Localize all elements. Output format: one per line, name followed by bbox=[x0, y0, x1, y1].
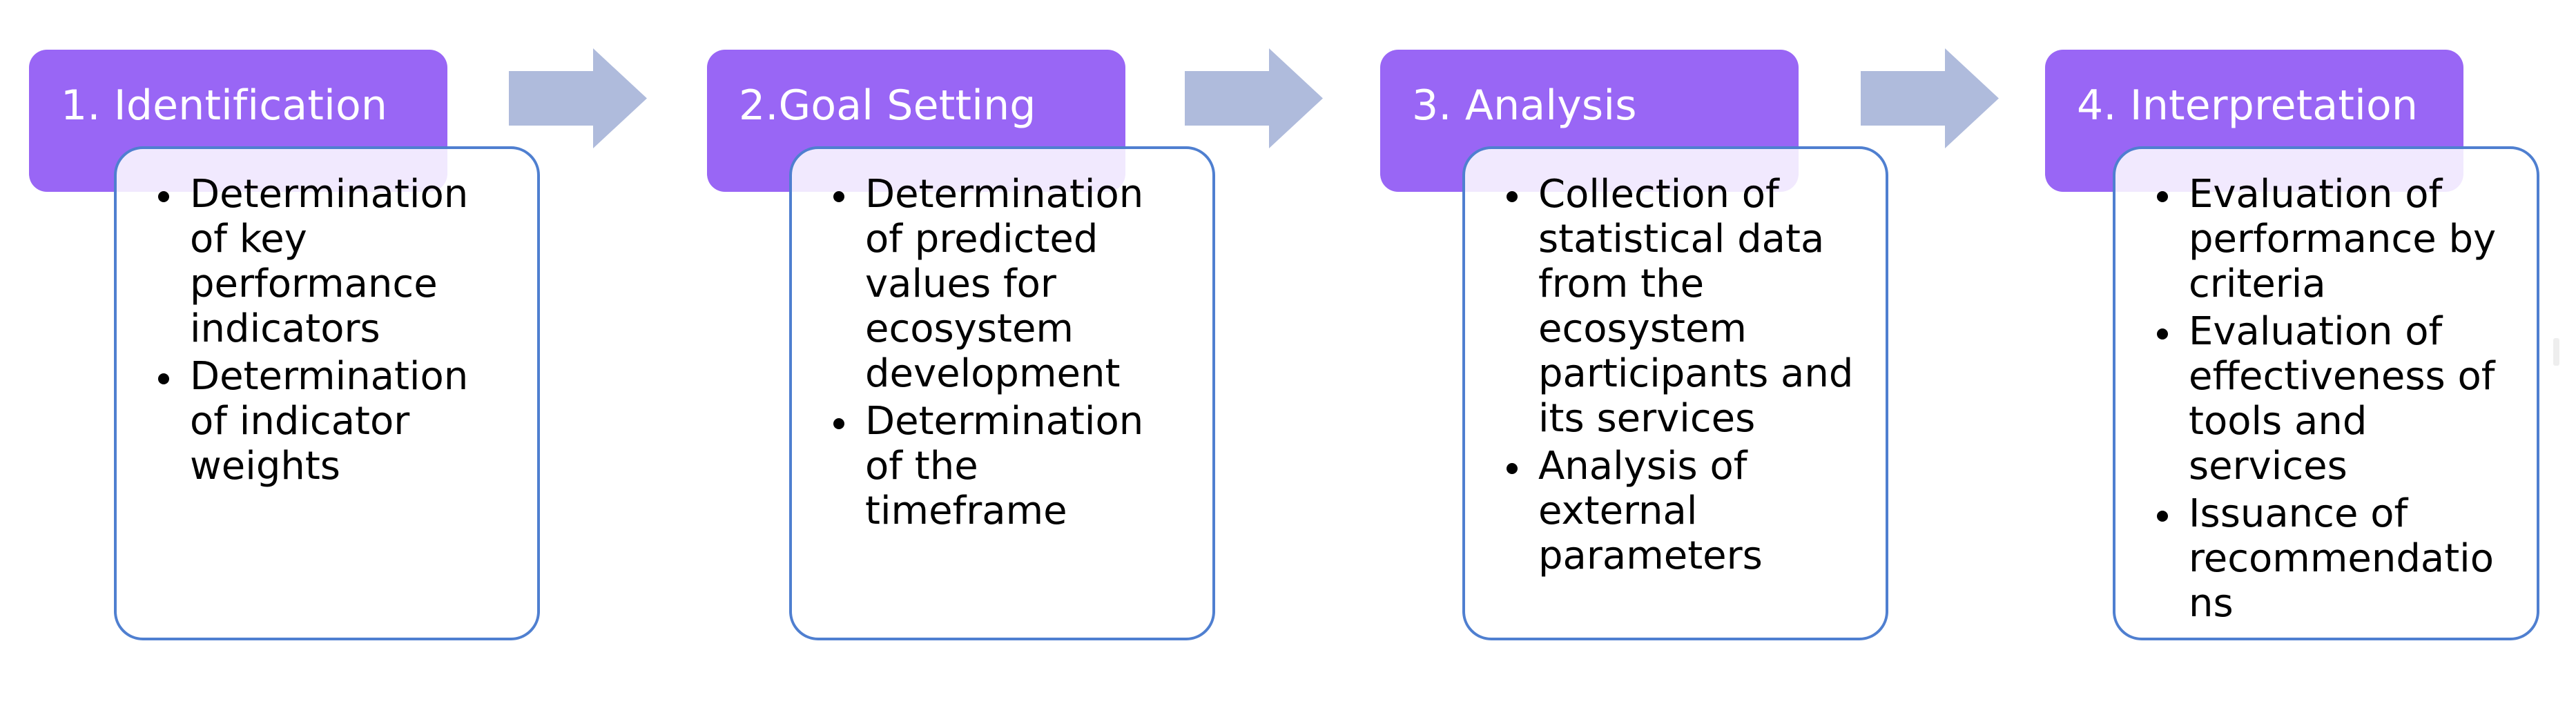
bullet-list: Collection of statistical data from the … bbox=[1495, 172, 1865, 579]
bullet-dot-icon bbox=[1507, 191, 1518, 202]
stage-body-identification: Determination of key performance indicat… bbox=[114, 146, 540, 640]
bullet-text: Evaluation of effectiveness of tools and… bbox=[2189, 308, 2495, 489]
bullet-text: Collection of statistical data from the … bbox=[1538, 172, 1854, 441]
arrow-3-analysis-to-interpretation bbox=[1861, 48, 1999, 148]
stage-header-label: 2.Goal Setting bbox=[739, 81, 1036, 130]
list-item: Evaluation of effectiveness of tools and… bbox=[2146, 308, 2516, 489]
bullet-text: Determination of indicator weights bbox=[190, 353, 469, 489]
stage-identification[interactable]: 1. Identification Determination of key p… bbox=[0, 0, 621, 708]
right-arrow-icon bbox=[509, 48, 647, 148]
bullet-list: Evaluation of performance by criteria Ev… bbox=[2146, 172, 2516, 627]
right-arrow-icon bbox=[1185, 48, 1323, 148]
bullet-dot-icon bbox=[158, 373, 169, 384]
bullet-dot-icon bbox=[2157, 510, 2168, 522]
list-item: Analysis of external parameters bbox=[1495, 444, 1865, 579]
list-item: Collection of statistical data from the … bbox=[1495, 172, 1865, 442]
bullet-dot-icon bbox=[158, 191, 169, 202]
stage-goal-setting[interactable]: 2.Goal Setting Determination of predicte… bbox=[0, 0, 1215, 708]
list-item: Determination of indicator weights bbox=[147, 353, 516, 489]
bullet-dot-icon bbox=[833, 191, 844, 202]
list-item: Determination of key performance indicat… bbox=[147, 172, 516, 352]
arrow-2-goal-setting-to-analysis bbox=[1185, 48, 1323, 148]
list-item: Issuance of recommendations bbox=[2146, 491, 2516, 627]
bullet-text: Determination of key performance indicat… bbox=[190, 172, 469, 351]
list-item: Determination of the timeframe bbox=[822, 398, 1192, 534]
stage-body-interpretation: Evaluation of performance by criteria Ev… bbox=[2113, 146, 2539, 640]
bullet-dot-icon bbox=[1507, 462, 1518, 474]
stage-body-analysis: Collection of statistical data from the … bbox=[1462, 146, 1888, 640]
bullet-text: Analysis of external parameters bbox=[1538, 443, 1763, 578]
stage-analysis[interactable]: 3. Analysis Collection of statistical da… bbox=[0, 0, 1888, 708]
list-item: Evaluation of performance by criteria bbox=[2146, 172, 2516, 307]
list-item: Determination of predicted values for ec… bbox=[822, 172, 1192, 397]
stage-body-goal-setting: Determination of predicted values for ec… bbox=[789, 146, 1215, 640]
bullet-list: Determination of predicted values for ec… bbox=[822, 172, 1192, 534]
bullet-dot-icon bbox=[833, 417, 844, 429]
slide-edge-mark bbox=[2553, 338, 2559, 366]
bullet-list: Determination of key performance indicat… bbox=[147, 172, 516, 489]
arrow-1-identification-to-goal-setting bbox=[509, 48, 647, 148]
bullet-text: Issuance of recommendations bbox=[2189, 491, 2494, 626]
bullet-text: Determination of predicted values for ec… bbox=[865, 172, 1144, 396]
stage-header-label: 4. Interpretation bbox=[2077, 81, 2419, 130]
bullet-text: Evaluation of performance by criteria bbox=[2189, 172, 2497, 306]
bullet-dot-icon bbox=[2157, 328, 2168, 340]
right-arrow-icon bbox=[1861, 48, 1999, 148]
bullet-text: Determination of the timeframe bbox=[865, 398, 1144, 533]
stage-header-label: 1. Identification bbox=[61, 81, 388, 130]
stage-header-label: 3. Analysis bbox=[1412, 81, 1637, 130]
bullet-dot-icon bbox=[2157, 191, 2168, 202]
